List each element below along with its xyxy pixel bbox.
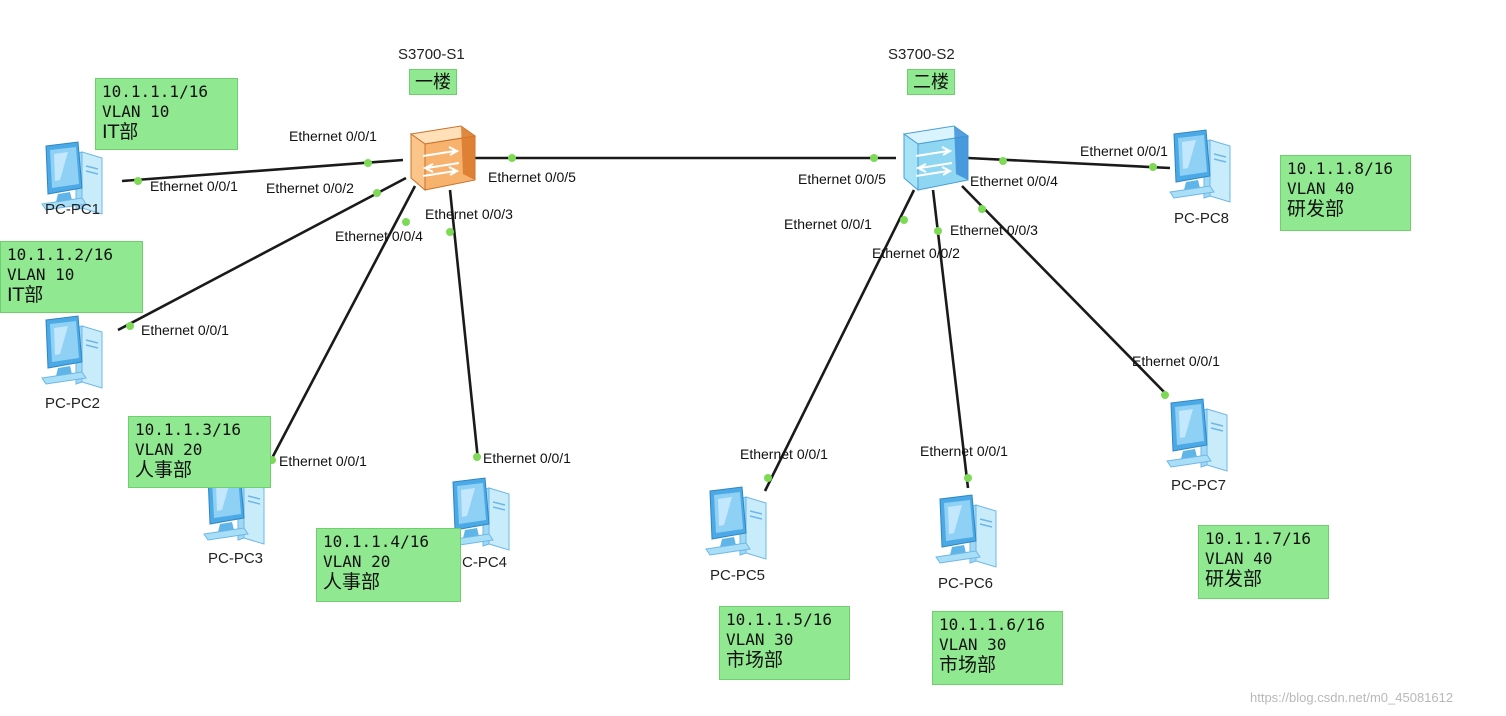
- port-label-s1: Ethernet 0/0/5: [488, 169, 576, 185]
- floor-tag-s1: 一楼: [409, 69, 457, 95]
- switch-icon[interactable]: [902, 125, 970, 192]
- pc-name-pc7: PC-PC7: [1171, 477, 1227, 494]
- port-label-s1: Ethernet 0/0/1: [289, 128, 377, 144]
- department-label: 人事部: [135, 459, 193, 481]
- port-label-pc1: Ethernet 0/0/1: [150, 178, 238, 194]
- pc-icon[interactable]: [705, 486, 767, 560]
- port-label-s2: Ethernet 0/0/3: [950, 222, 1038, 238]
- port-label-s1: Ethernet 0/0/4: [335, 228, 423, 244]
- department-label: 研发部: [1287, 198, 1345, 220]
- port-label-pc4: Ethernet 0/0/1: [483, 450, 571, 466]
- link-pc5-s2[interactable]: [763, 189, 916, 492]
- ip-address: 10.1.1.1/16: [102, 82, 208, 101]
- department-label: 市场部: [939, 654, 997, 676]
- ip-address: 10.1.1.3/16: [135, 420, 241, 439]
- department-label: 市场部: [726, 649, 784, 671]
- port-dot: [764, 474, 772, 482]
- switch-name-s2: S3700-S2: [888, 46, 955, 63]
- port-label-pc6: Ethernet 0/0/1: [920, 443, 1008, 459]
- watermark: https://blog.csdn.net/m0_45081612: [1250, 690, 1454, 705]
- switch-icon[interactable]: [409, 125, 477, 192]
- vlan-label: VLAN 40: [1287, 179, 1355, 198]
- link-pc2-s1[interactable]: [117, 176, 407, 332]
- port-label-pc5: Ethernet 0/0/1: [740, 446, 828, 462]
- pc-name-pc6: PC-PC6: [938, 575, 994, 592]
- port-dot: [964, 474, 972, 482]
- vlan-label: VLAN 10: [102, 102, 170, 121]
- link-pc8-s2[interactable]: [967, 156, 1171, 170]
- port-label-s2: Ethernet 0/0/5: [798, 171, 886, 187]
- port-dot: [1161, 391, 1169, 399]
- port-dot: [446, 228, 454, 236]
- port-label-pc8: Ethernet 0/0/1: [1080, 143, 1168, 159]
- port-dot: [870, 154, 878, 162]
- port-label-s2: Ethernet 0/0/1: [784, 216, 872, 232]
- port-dot: [978, 205, 986, 213]
- port-dot: [134, 177, 142, 185]
- vlan-label: VLAN 20: [135, 440, 203, 459]
- port-label-s2: Ethernet 0/0/4: [970, 173, 1058, 189]
- vlan-label: VLAN 30: [726, 630, 794, 649]
- vlan-label: VLAN 30: [939, 635, 1007, 654]
- department-label: 研发部: [1205, 568, 1263, 590]
- ip-address: 10.1.1.5/16: [726, 610, 832, 629]
- pc-icon[interactable]: [1169, 129, 1231, 203]
- pc-name-pc8: PC-PC8: [1174, 210, 1230, 227]
- pc-icon[interactable]: [41, 315, 103, 389]
- pc-name-pc5: PC-PC5: [710, 567, 766, 584]
- pc-icon[interactable]: [448, 477, 510, 551]
- department-label: IT部: [102, 121, 139, 143]
- port-dot: [373, 189, 381, 197]
- port-dot: [126, 322, 134, 330]
- link-pc3-s1[interactable]: [268, 185, 417, 463]
- port-label-pc2: Ethernet 0/0/1: [141, 322, 229, 338]
- ip-address: 10.1.1.8/16: [1287, 159, 1393, 178]
- port-label-s1: Ethernet 0/0/2: [266, 180, 354, 196]
- floor-tag-s2: 二楼: [907, 69, 955, 95]
- port-label-pc7: Ethernet 0/0/1: [1132, 353, 1220, 369]
- pc-name-pc3: PC-PC3: [208, 550, 264, 567]
- vlan-label: VLAN 40: [1205, 549, 1273, 568]
- port-dot: [364, 159, 372, 167]
- ip-address: 10.1.1.2/16: [7, 245, 113, 264]
- link-pc4-s1[interactable]: [448, 189, 480, 461]
- link-pc1-s1[interactable]: [121, 158, 404, 183]
- link-pc6-s2[interactable]: [931, 189, 970, 489]
- vlan-label: VLAN 10: [7, 265, 75, 284]
- port-dot: [473, 453, 481, 461]
- port-dot: [934, 227, 942, 235]
- switch-name-s1: S3700-S1: [398, 46, 465, 63]
- department-label: IT部: [7, 284, 44, 306]
- link-pc7-s2[interactable]: [961, 185, 1169, 397]
- pc-icon[interactable]: [41, 141, 103, 215]
- port-label-s2: Ethernet 0/0/2: [872, 245, 960, 261]
- ip-address: 10.1.1.7/16: [1205, 529, 1311, 548]
- vlan-label: VLAN 20: [323, 552, 391, 571]
- port-dot: [402, 218, 410, 226]
- department-label: 人事部: [323, 571, 381, 593]
- port-dot: [1149, 163, 1157, 171]
- pc-name-pc1: PC-PC1: [45, 201, 101, 218]
- port-label-pc3: Ethernet 0/0/1: [279, 453, 367, 469]
- ip-address: 10.1.1.4/16: [323, 532, 429, 551]
- port-dot: [900, 216, 908, 224]
- pc-icon[interactable]: [935, 494, 997, 568]
- port-label-s1: Ethernet 0/0/3: [425, 206, 513, 222]
- port-dot: [999, 157, 1007, 165]
- ip-address: 10.1.1.6/16: [939, 615, 1045, 634]
- pc-name-pc2: PC-PC2: [45, 395, 101, 412]
- pc-icon[interactable]: [1166, 398, 1228, 472]
- port-dot: [508, 154, 516, 162]
- pc-name-pc4: PC-PC4: [452, 554, 508, 571]
